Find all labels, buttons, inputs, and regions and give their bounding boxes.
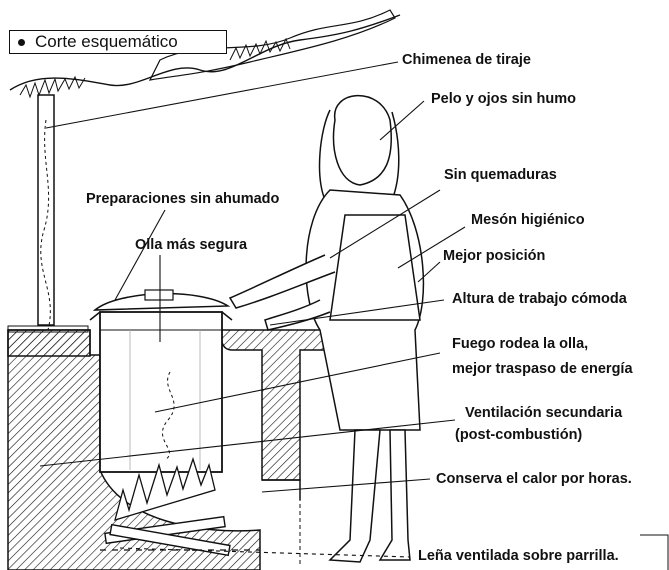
stove-right — [220, 329, 341, 481]
label-fire-1: Fuego rodea la olla, — [452, 336, 589, 352]
roof — [148, 9, 396, 81]
label-wood: Leña ventilada sobre parrilla. — [418, 548, 619, 564]
bullet-dot — [18, 38, 25, 46]
fire — [114, 456, 216, 521]
chimney — [37, 94, 55, 326]
label-burns: Sin quemaduras — [444, 167, 557, 183]
firewood — [104, 515, 231, 557]
counter — [7, 325, 89, 333]
title-box: Corte esquemático — [9, 30, 227, 54]
label-pot: Olla más segura — [135, 237, 248, 253]
label-position: Mejor posición — [443, 248, 546, 264]
label-fire-2: mejor traspaso de energía — [452, 361, 633, 377]
label-hair: Pelo y ojos sin humo — [431, 91, 577, 107]
diagram-title: Corte esquemático — [35, 32, 178, 51]
pot — [99, 311, 223, 473]
label-vent-2: (post-combustión) — [455, 427, 583, 443]
label-vent-1: Ventilación secundaria — [465, 405, 623, 421]
label-chimney: Chimenea de tiraje — [402, 52, 531, 68]
woman — [228, 94, 425, 563]
leader-lines — [39, 61, 466, 558]
label-counter: Mesón higiénico — [471, 212, 585, 228]
smoke — [40, 119, 51, 331]
label-heat: Conserva el calor por horas. — [436, 471, 632, 487]
label-height: Altura de trabajo cómoda — [452, 291, 627, 307]
roof-fringe — [9, 14, 401, 91]
label-prep: Preparaciones sin ahumado — [86, 191, 280, 207]
